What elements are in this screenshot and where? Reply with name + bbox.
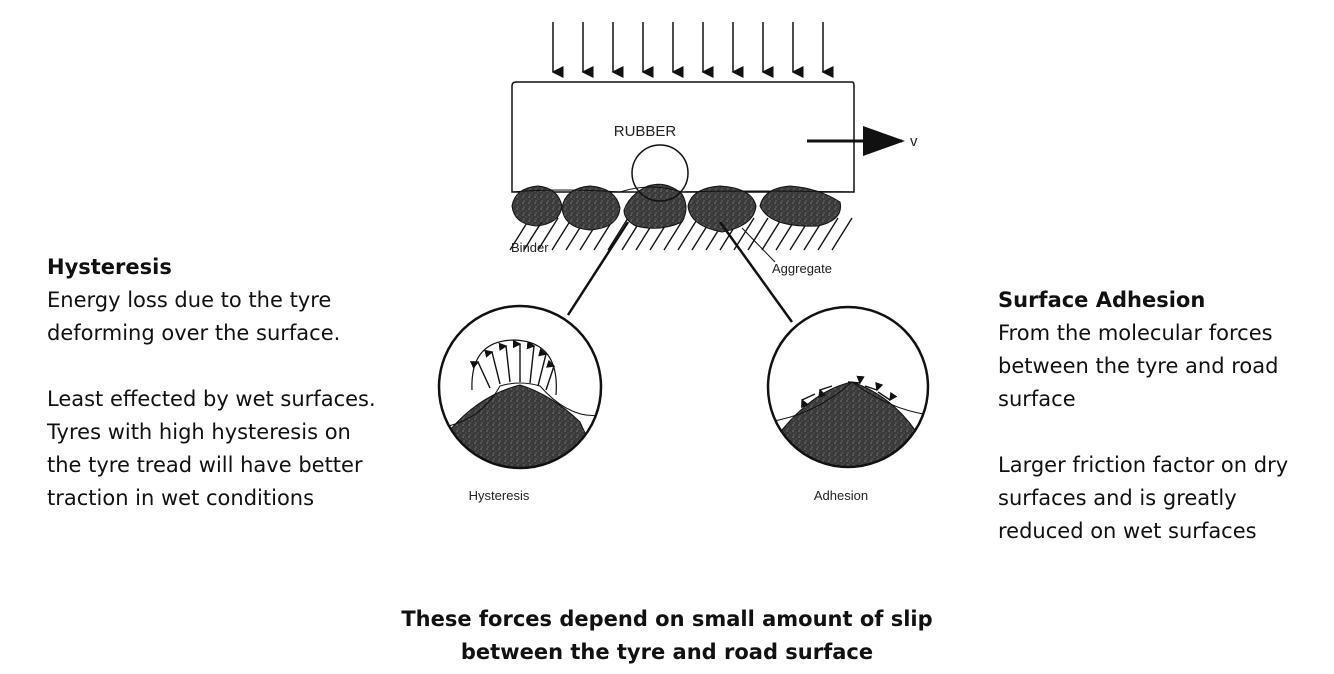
contact-line — [511, 186, 855, 193]
aggregate-label: Aggregate — [772, 261, 832, 276]
slip-caption: These forces depend on small amount of s… — [380, 603, 954, 669]
caption-line-1: These forces depend on small amount of s… — [401, 607, 933, 631]
leader-hysteresis — [566, 221, 630, 316]
adhesion-heading: Surface Adhesion — [998, 288, 1206, 312]
velocity-label: v — [910, 133, 918, 150]
leader-adhesion — [718, 221, 794, 323]
binder-leader — [529, 221, 543, 241]
adhesion-diagram-label: Adhesion — [814, 488, 868, 503]
binder-label: Binder — [511, 240, 549, 255]
caption-line-2: between the tyre and road surface — [460, 640, 874, 664]
load-arrows — [551, 22, 834, 78]
contact-zoom-circle — [631, 144, 689, 202]
rubber-label: RUBBER — [614, 123, 677, 140]
rubber-block — [511, 81, 855, 193]
hysteresis-heading: Hysteresis — [47, 255, 172, 279]
adhesion-description: Surface Adhesion From the molecular forc… — [998, 284, 1318, 548]
hysteresis-definition: Energy loss due to the tyre deforming ov… — [47, 288, 341, 345]
hysteresis-wet-note: Least effected by wet surfaces. Tyres wi… — [47, 387, 376, 510]
aggregate-stones — [511, 183, 842, 233]
tyre-friction-diagram: RUBBER v — [437, 22, 930, 503]
hysteresis-diagram-label: Hysteresis — [469, 488, 530, 503]
adhesion-definition: From the molecular forces between the ty… — [998, 321, 1279, 411]
adhesion-wet-note: Larger friction factor on dry surfaces a… — [998, 453, 1289, 543]
hysteresis-detail — [437, 304, 603, 470]
adhesion-detail — [766, 305, 930, 469]
hysteresis-description: Hysteresis Energy loss due to the tyre d… — [47, 251, 377, 515]
aggregate-leader — [741, 227, 776, 263]
